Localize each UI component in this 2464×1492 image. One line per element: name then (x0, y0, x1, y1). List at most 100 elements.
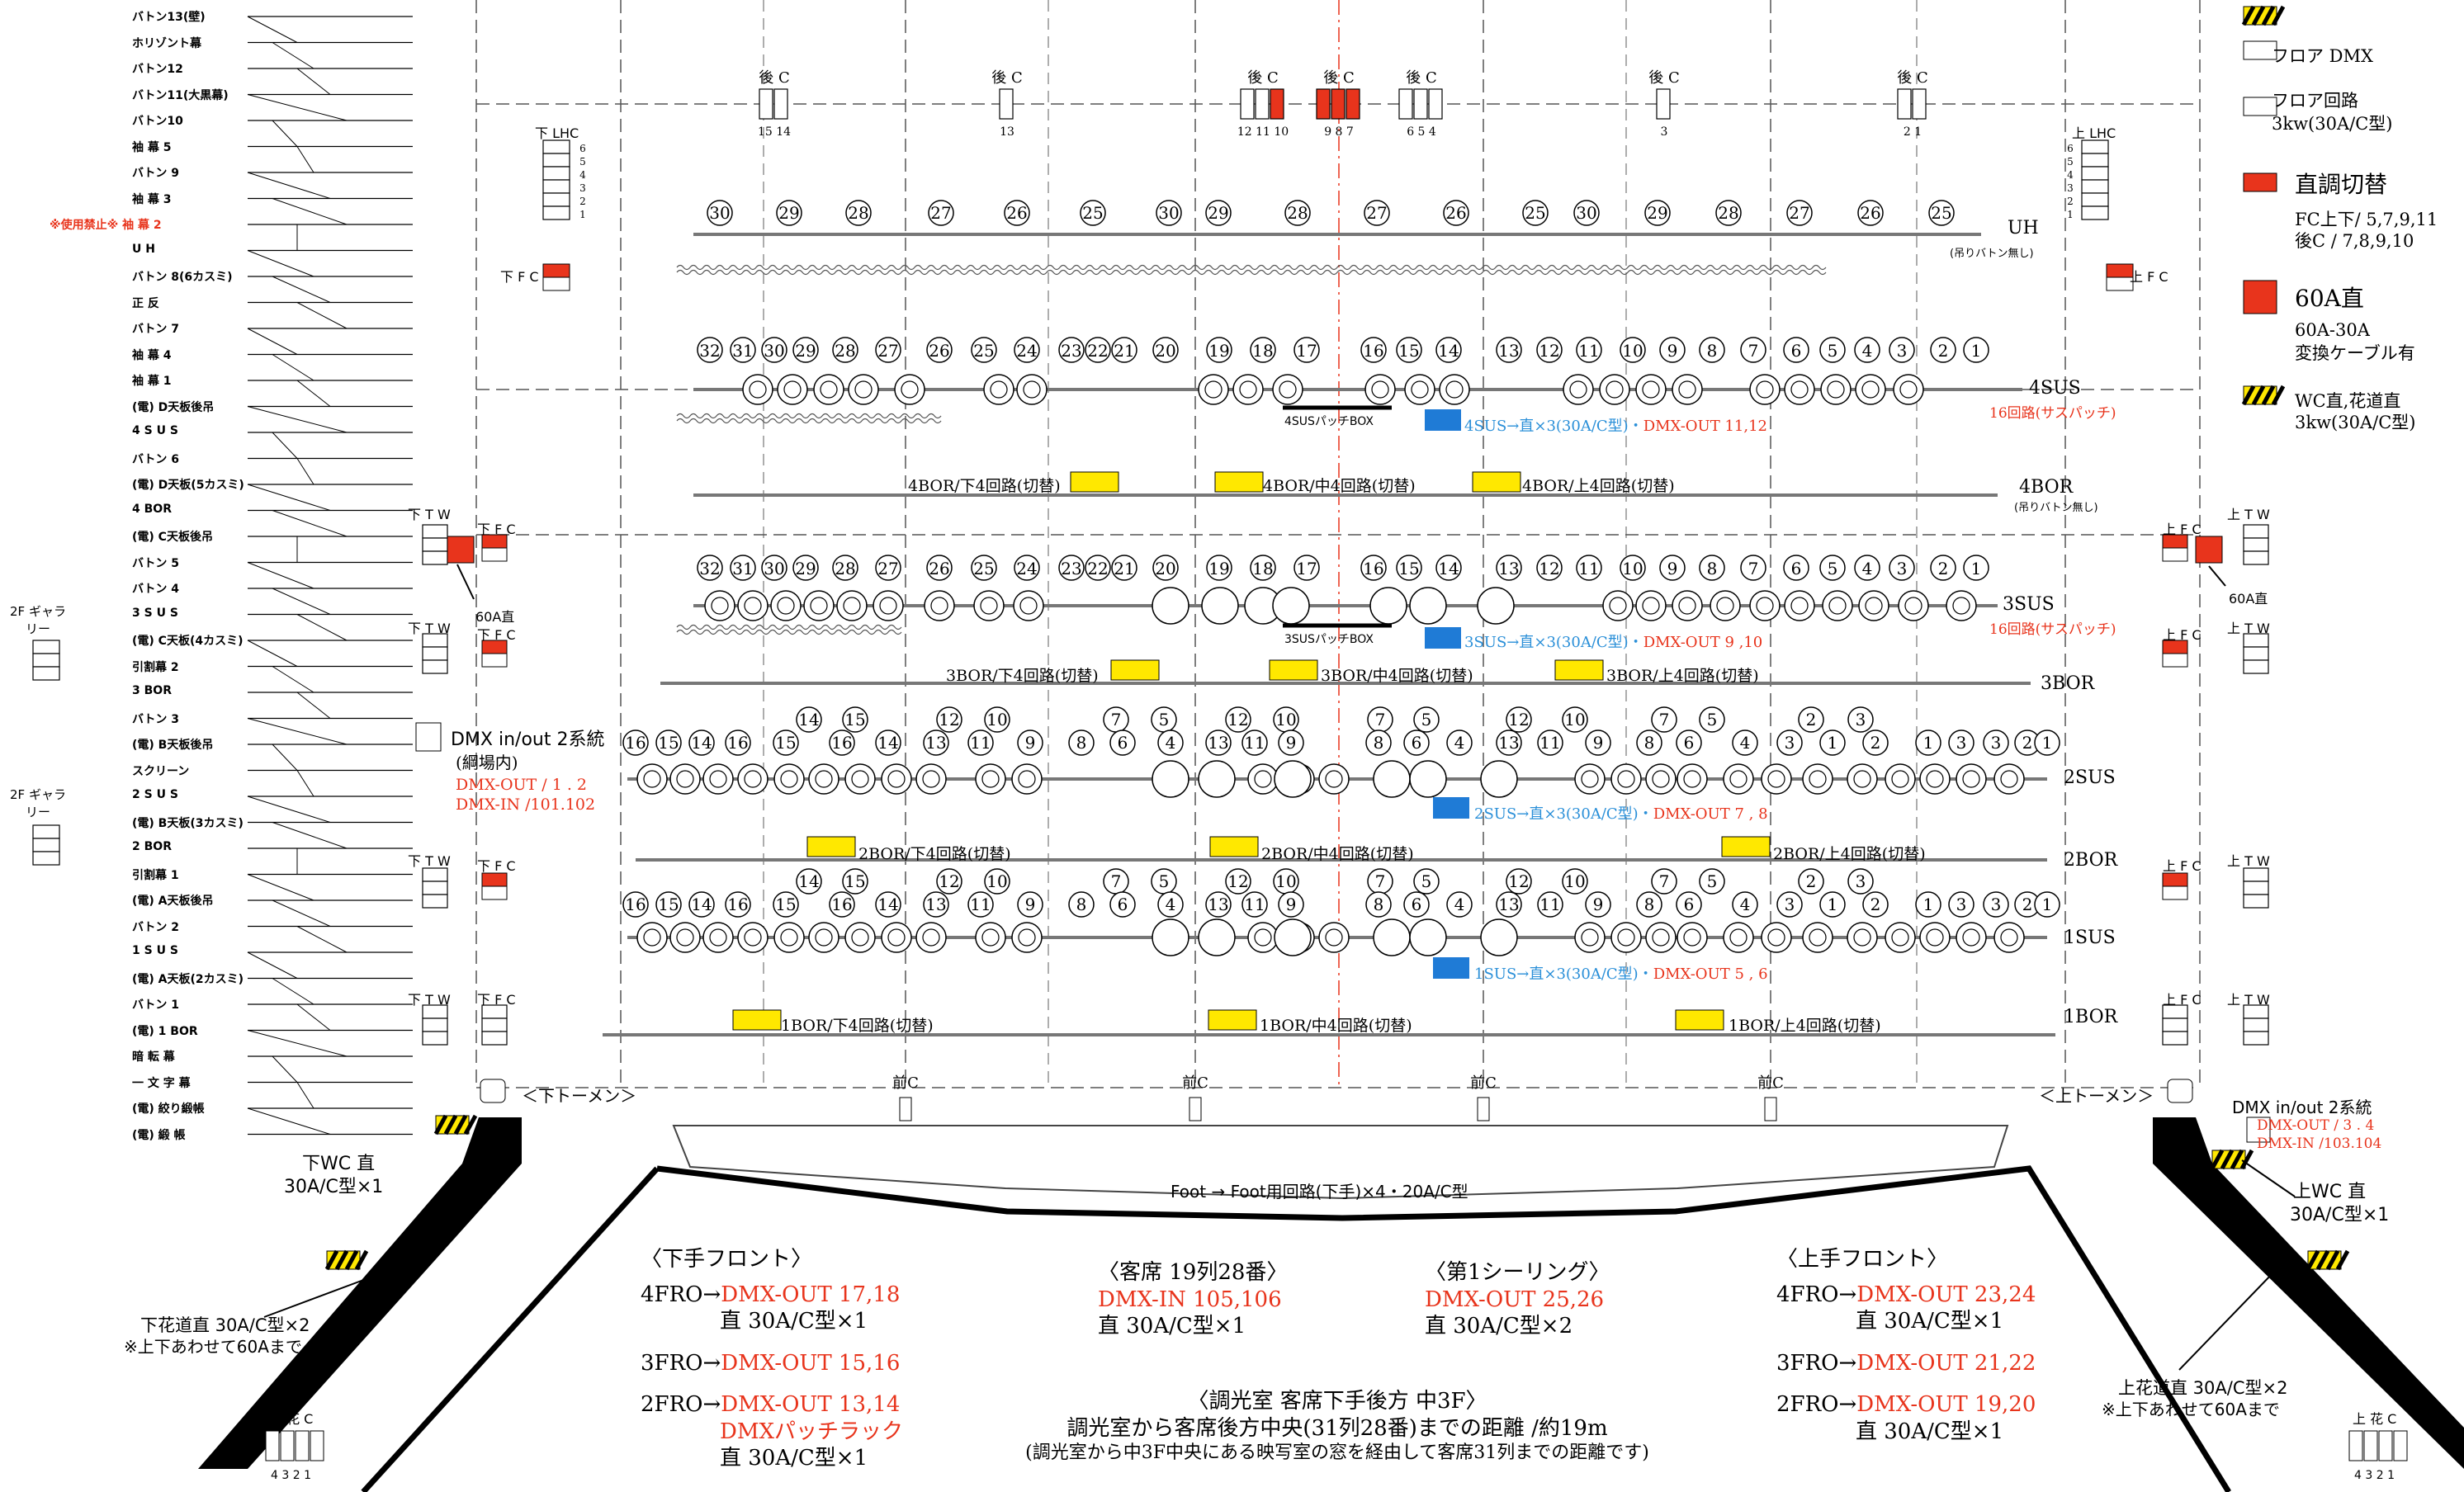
sus4-circuit-num: 10 (1622, 341, 1643, 361)
sus1-fixture-inner (922, 928, 940, 947)
bor2-switch (1209, 836, 1259, 857)
wc-left: 下WC 直 (302, 1154, 376, 1174)
sus2-circuit-num: 5 (1159, 710, 1170, 729)
sus3-patch-box: 3SUSパッチBOX (1284, 633, 1374, 646)
uh-circuit-num: 25 (1525, 203, 1545, 223)
hanac-left-unit (280, 1430, 295, 1461)
sus3-circuit (1620, 555, 1646, 581)
batten-label: バトン 3 (132, 712, 180, 726)
batten-wire (247, 406, 348, 433)
sus1-large-fixture (1274, 918, 1312, 956)
seat-note: 〈客席 19列28番〉 DMX-IN 105,106 直 30A/C型×1 (1098, 1260, 1289, 1339)
sus2-fixture-inner (1853, 770, 1871, 788)
sus2-fixture-inner (676, 770, 694, 788)
sus3-circuit-num: 23 (1061, 559, 1081, 578)
batten-label: 2 BOR (132, 840, 172, 853)
back-c-unit (1316, 88, 1331, 120)
hanac-right-unit (2393, 1430, 2408, 1461)
hanamichi-left-sub: ※上下あわせて60Aまで (124, 1337, 302, 1357)
sus4-circuit-num: 2 (1938, 341, 1949, 361)
front-c-label: 前C (892, 1074, 919, 1092)
sus1-circuit (1506, 868, 1532, 895)
sus4-circuit-num: 16 (1363, 341, 1383, 361)
label-gallery-1: 2F ギャラリー (10, 604, 66, 636)
sus1-circuit-num: 3 (1956, 895, 1967, 914)
tormentor-right-icon (2167, 1079, 2193, 1103)
uh-circuit (1205, 200, 1232, 226)
sus1-circuit (1537, 891, 1563, 918)
batten-label: (電) B天板(3カスミ) (132, 816, 244, 830)
sus2-circuit-num: 6 (1684, 733, 1695, 753)
legend-wc: WC直,花道直 (2295, 391, 2401, 411)
sus2-circuit-num: 2 (1806, 710, 1817, 729)
rtw-stack-3 (2243, 894, 2269, 909)
sus2-circuit-num: 16 (625, 733, 646, 753)
sus4-circuit (832, 337, 858, 363)
sus3-circuit (792, 555, 819, 581)
rhc-num: 3 (2067, 182, 2074, 194)
sus4-circuit (1659, 337, 1686, 363)
wc-left-box-stripe (453, 1114, 468, 1136)
bor3-switch (1269, 659, 1318, 681)
sus1-large-fixture (1409, 918, 1447, 956)
bar-label-uh: UH (2008, 218, 2039, 238)
sus4-circuit-num: 27 (877, 341, 898, 361)
legend-wc-icon-stripe (2251, 385, 2266, 406)
sus2-large-fixture (1480, 760, 1518, 798)
sus1-circuit (655, 891, 682, 918)
sus3-fixture-inner (1790, 597, 1809, 615)
batten-label: ※使用禁止※ 袖 幕 2 (50, 219, 162, 232)
sus3-circuit (1889, 555, 1915, 581)
sus2-circuit-num: 12 (939, 710, 959, 729)
lhc-num: 5 (579, 156, 586, 168)
sus4-circuit (1620, 337, 1646, 363)
label-rfc-1: 上 F C (2163, 522, 2202, 537)
batten-label: バトン 6 (132, 452, 180, 466)
sus2-circuit (773, 729, 799, 756)
sus1-circuit (1983, 891, 2009, 918)
back-c-unit (1428, 88, 1443, 120)
sus2-circuit-num: 9 (1025, 733, 1036, 753)
batten-label: (電) D天板後吊 (132, 400, 215, 414)
batten-label: 袖 幕 5 (132, 140, 172, 154)
legend-60a-sub1: 60A-30A (2295, 320, 2370, 340)
uh-circuit-num: 30 (1158, 203, 1179, 223)
dmx-left-out: DMX-OUT / 1 . 2 (456, 776, 587, 794)
batten-label: (電) A天板後吊 (132, 895, 214, 908)
sus1-fixture-inner (1729, 928, 1748, 947)
bor1-switch (1675, 1009, 1724, 1031)
dmx-right-out: DMX-OUT / 3 . 4 (2257, 1117, 2375, 1134)
batten-wire (247, 172, 331, 199)
sus2-circuit-num: 7 (1111, 710, 1122, 729)
uh-circuit-num: 28 (848, 203, 868, 223)
bor1-center: 1BOR/中4回路(切替) (1260, 1017, 1412, 1035)
wc-left-box-stripe (443, 1114, 458, 1136)
sus4-circuit-num: 4 (1862, 341, 1873, 361)
sus1-circuit (1278, 891, 1304, 918)
ltw-stack-1 (422, 524, 448, 539)
sus4-circuit-num: 18 (1252, 341, 1273, 361)
rtw-stack-3 (2243, 881, 2269, 895)
sus3-fixture-inner (930, 597, 948, 615)
uh-circuit (1080, 200, 1106, 226)
sus4-fixture-inner (1861, 380, 1880, 399)
back-c-nums: 3 (1661, 125, 1668, 139)
batten-label: 袖 幕 1 (132, 375, 172, 388)
sus3-circuit-num: 1 (1971, 559, 1982, 578)
sus3-large-fixture (1272, 587, 1310, 625)
sus2-circuit (1915, 729, 1941, 756)
sus1-fixture-inner (1581, 928, 1599, 947)
back-c-unit (773, 88, 788, 120)
sus1-fixture-inner (887, 928, 906, 947)
rfc-3-red (2162, 872, 2188, 887)
sus1-circuit-num: 14 (798, 871, 819, 891)
rfc-stack-4 (2162, 1031, 2188, 1046)
sus2-circuit (1847, 706, 1874, 733)
sus3-circuit-num: 4 (1862, 559, 1873, 578)
hanac-left-unit (310, 1430, 324, 1461)
sus1-circuit-num: 5 (1421, 871, 1432, 891)
l60a-box (447, 536, 475, 564)
sus4-circuit (926, 337, 953, 363)
sus1-circuit (1585, 891, 1611, 918)
uh-circuit (776, 200, 802, 226)
